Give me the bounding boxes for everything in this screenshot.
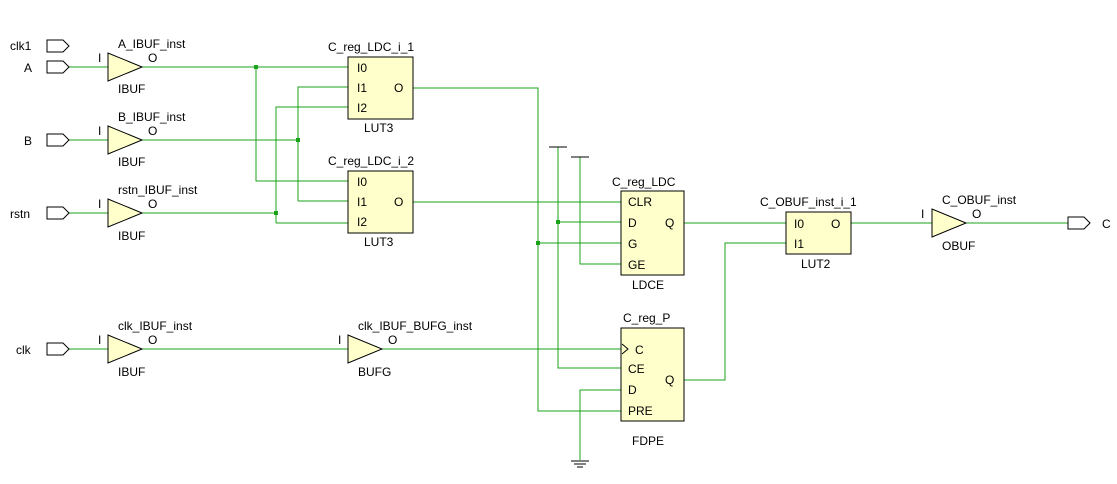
a-ibuf[interactable]: A_IBUF_inst I O IBUF [98, 37, 186, 96]
junction-b [296, 138, 300, 142]
a-ibuf-inst-label: A_IBUF_inst [118, 37, 186, 51]
clk-bufg[interactable]: clk_IBUF_BUFG_inst I O BUFG [338, 319, 473, 379]
ldc-inst-label: C_reg_LDC [612, 175, 676, 189]
fdp-pin-c: C [635, 343, 644, 357]
wires [69, 66, 1068, 460]
port-clk1[interactable]: clk1 [10, 39, 70, 53]
clk-ibuf-inst-label: clk_IBUF_inst [118, 319, 193, 333]
a-ibuf-in-pin: I [98, 51, 101, 65]
port-a-label: A [24, 61, 32, 75]
fdp-inst-label: C_reg_P [623, 311, 670, 325]
lut1-type-label: LUT3 [364, 121, 394, 135]
lut1-pin-i1: I1 [357, 81, 367, 95]
fdp-pin-pre: PRE [628, 404, 653, 418]
clk-bufg-in-pin: I [338, 333, 341, 347]
ldc-pin-clr: CLR [628, 195, 652, 209]
b-ibuf-in-pin: I [98, 124, 101, 138]
rstn-ibuf-out-pin: O [148, 197, 157, 211]
lut3-cell-1[interactable]: C_reg_LDC_i_1 I0 I1 I2 O LUT3 [328, 40, 414, 135]
clk-bufg-type-label: BUFG [358, 365, 391, 379]
port-rstn-label: rstn [10, 207, 30, 221]
port-clk1-label: clk1 [10, 39, 32, 53]
ldc-pin-q: Q [665, 216, 674, 230]
rstn-ibuf-type-label: IBUF [118, 229, 145, 243]
b-ibuf-out-pin: O [148, 124, 157, 138]
rstn-ibuf-in-pin: I [98, 197, 101, 211]
ldc-pin-d: D [628, 216, 637, 230]
clk-ibuf-out-pin: O [148, 333, 157, 347]
port-rstn[interactable]: rstn [10, 206, 70, 221]
fdp-type-label: FDPE [632, 434, 664, 448]
c-obuf-in-pin: I [921, 207, 924, 221]
lut3-pin-o: O [831, 217, 840, 231]
lut1-pin-i0: I0 [357, 61, 367, 75]
junction-lut1-g [536, 241, 540, 245]
lut2-pin-o: O [394, 195, 403, 209]
junction-rstn [274, 211, 278, 215]
fdp-pin-ce: CE [628, 362, 645, 376]
a-ibuf-out-pin: O [148, 51, 157, 65]
lut2-cell[interactable]: C_OBUF_inst_i_1 I0 I1 O LUT2 [760, 195, 857, 271]
lut3-inst-label: C_OBUF_inst_i_1 [760, 195, 857, 209]
port-clk[interactable]: clk [16, 342, 70, 357]
fdp-clock-triangle [621, 343, 629, 355]
ldc-pin-g: G [628, 237, 637, 251]
lut2-pin-i2: I2 [357, 215, 367, 229]
lut3-type-label: LUT2 [801, 257, 831, 271]
ldce-cell[interactable]: C_reg_LDC CLR D G GE Q LDCE [612, 175, 685, 292]
lut2-pin-i0: I0 [357, 175, 367, 189]
port-b-label: B [24, 134, 32, 148]
c-obuf-out-pin: O [972, 207, 981, 221]
lut3-pin-i1: I1 [794, 237, 804, 251]
junction-vcc-d [556, 220, 560, 224]
clk-ibuf[interactable]: clk_IBUF_inst I O IBUF [98, 319, 193, 379]
wire-gnd [579, 389, 621, 460]
gnd-symbol [571, 460, 589, 468]
wire-vcc2 [579, 157, 621, 265]
rstn-ibuf-inst-label: rstn_IBUF_inst [118, 183, 198, 197]
fdpe-cell[interactable]: C_reg_P C CE D PRE Q FDPE [620, 311, 685, 448]
lut1-inst-label: C_reg_LDC_i_1 [328, 40, 414, 54]
clk-ibuf-in-pin: I [98, 333, 101, 347]
fdp-pin-d: D [628, 383, 637, 397]
port-a[interactable]: A [24, 60, 70, 75]
c-obuf-inst-label: C_OBUF_inst [942, 193, 1017, 207]
port-clk-label: clk [16, 343, 32, 357]
wire-fdp-q [684, 242, 786, 381]
port-b[interactable]: B [24, 133, 70, 148]
clk-bufg-out-pin: O [388, 333, 397, 347]
ldc-pin-ge: GE [628, 258, 645, 272]
lut1-pin-i2: I2 [357, 101, 367, 115]
wire-lut1-out [413, 87, 621, 412]
wire-rstn-to-lut1-i2 [275, 106, 348, 223]
b-ibuf[interactable]: B_IBUF_inst I O IBUF [98, 110, 186, 169]
lut2-inst-label: C_reg_LDC_i_2 [328, 154, 414, 168]
a-ibuf-type-label: IBUF [118, 82, 145, 96]
lut3-pin-i0: I0 [794, 217, 804, 231]
clk-ibuf-type-label: IBUF [118, 365, 145, 379]
port-c[interactable]: C [1067, 216, 1111, 231]
wire-b-to-lut1-i1 [297, 86, 348, 201]
junctions [254, 65, 560, 245]
fdp-pin-q: Q [665, 373, 674, 387]
junction-a [254, 65, 258, 69]
lut3-cell-2[interactable]: C_reg_LDC_i_2 I0 I1 I2 O LUT3 [328, 154, 414, 249]
b-ibuf-inst-label: B_IBUF_inst [118, 110, 186, 124]
lut1-pin-o: O [394, 81, 403, 95]
b-ibuf-type-label: IBUF [118, 155, 145, 169]
ldc-type-label: LDCE [632, 278, 664, 292]
lut2-type-label: LUT3 [364, 235, 394, 249]
port-c-label: C [1102, 217, 1111, 231]
wire-a-to-lut2-i0 [255, 67, 348, 182]
c-obuf-type-label: OBUF [942, 239, 975, 253]
c-obuf[interactable]: C_OBUF_inst I O OBUF [921, 193, 1017, 253]
clk-bufg-inst-label: clk_IBUF_BUFG_inst [358, 319, 473, 333]
lut2-pin-i1: I1 [357, 195, 367, 209]
rstn-ibuf[interactable]: rstn_IBUF_inst I O IBUF [98, 183, 198, 243]
